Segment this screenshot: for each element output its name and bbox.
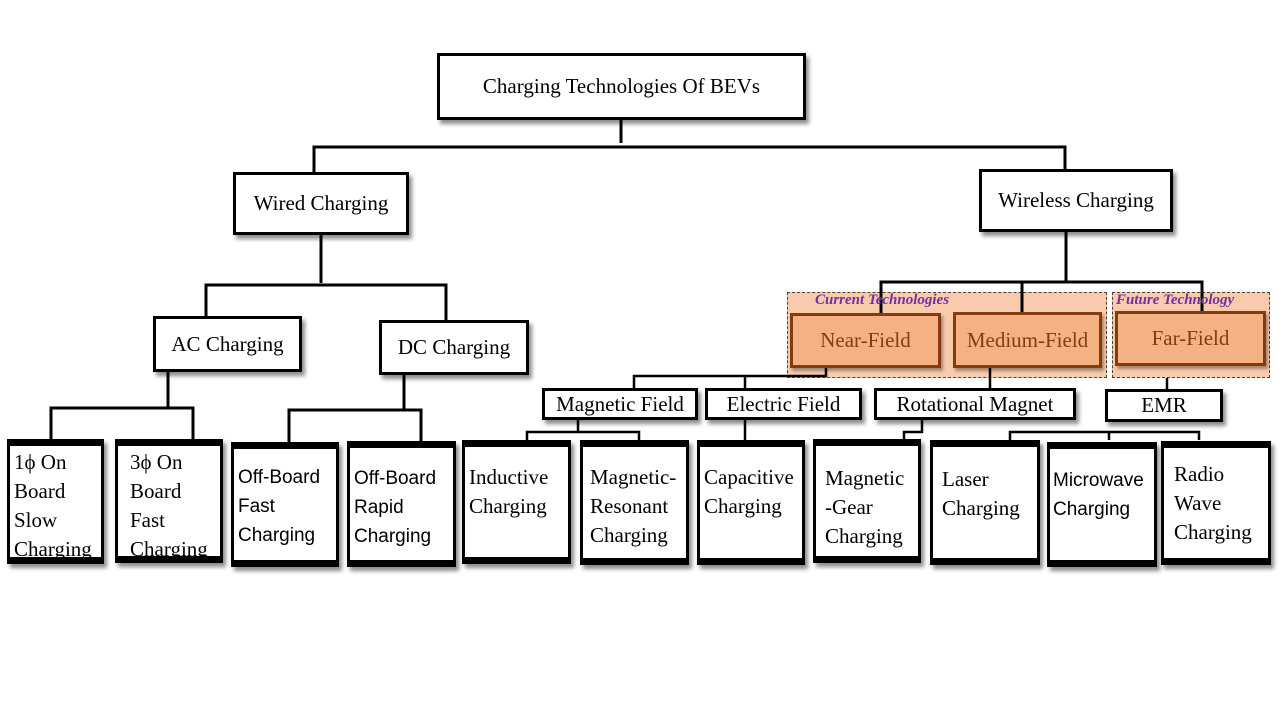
connector-emr [1008,430,1201,440]
leaf-text-line: Laser [942,467,989,491]
leaf-text-line: Charging [1174,520,1252,544]
leaf-text-line: Charging [354,526,432,547]
connector-near [632,368,828,390]
leaf-text-line: 3ϕ On [130,450,183,474]
current-technologies-label: Current Technologies [815,292,950,308]
emr-node: EMR [1105,389,1223,422]
leaf-text-line: Charging [942,496,1020,520]
medium-field-node: Medium-Field [953,312,1102,368]
leaf-text-line: Charging [469,494,547,518]
leaf-text-line: 1ϕ On [14,450,67,474]
leaf-text-line: Board [130,479,182,503]
leaf-text-line: Wave [1174,491,1222,515]
leaf-text-line: Off-Board [354,468,437,489]
leaf-text-line: Magnetic- [590,465,677,489]
leaf-text-line: Resonant [590,494,669,518]
ac-charging-node: AC Charging [153,316,302,372]
connector-dc [287,375,423,442]
leaf-text-line: Fast [238,496,275,517]
wired-charging-node: Wired Charging [233,172,409,235]
leaf-text-line: Charging [130,537,208,561]
leaf-text-line: Off-Board [238,467,321,488]
root-node: Charging Technologies Of BEVs [437,53,806,120]
leaf-text-line: Magnetic [825,466,905,490]
leaf-text-line: Slow [14,508,58,532]
wireless-charging-node: Wireless Charging [979,169,1173,232]
near-field-node: Near-Field [790,313,941,368]
dc-charging-node: DC Charging [379,320,529,375]
leaf-text-line: Charging [704,494,782,518]
leaf-text-line: Capacitive [704,465,794,489]
future-technology-label: Future Technology [1116,292,1235,308]
connector-root [312,120,1067,172]
leaf-text-line: Board [14,479,66,503]
leaf-text-line: Radio [1174,462,1225,486]
leaf-text-line: Fast [130,508,166,532]
electric-field-node: Electric Field [705,388,862,420]
leaf-text-line: Inductive [469,465,549,489]
connector-wired [204,235,448,320]
leaf-text-line: Charging [590,523,668,547]
leaf-text-line: -Gear [825,495,873,519]
leaf-text-line: Charging [1053,499,1131,520]
leaf-text-line: Charging [825,524,903,548]
magnetic-field-node: Magnetic Field [542,388,698,420]
leaf-text-line: Microwave [1053,470,1144,491]
connector-ac [49,372,195,440]
connector-magnetic [525,420,641,440]
connector-rotational [902,420,924,440]
connector-wireless [879,232,1204,313]
leaf-text-line: Charging [238,525,316,546]
leaf-text-line: Rapid [354,497,404,518]
rotational-magnet-node: Rotational Magnet [874,388,1076,420]
leaf-text-line: Charging [14,537,92,561]
far-field-node: Far-Field [1115,311,1266,366]
